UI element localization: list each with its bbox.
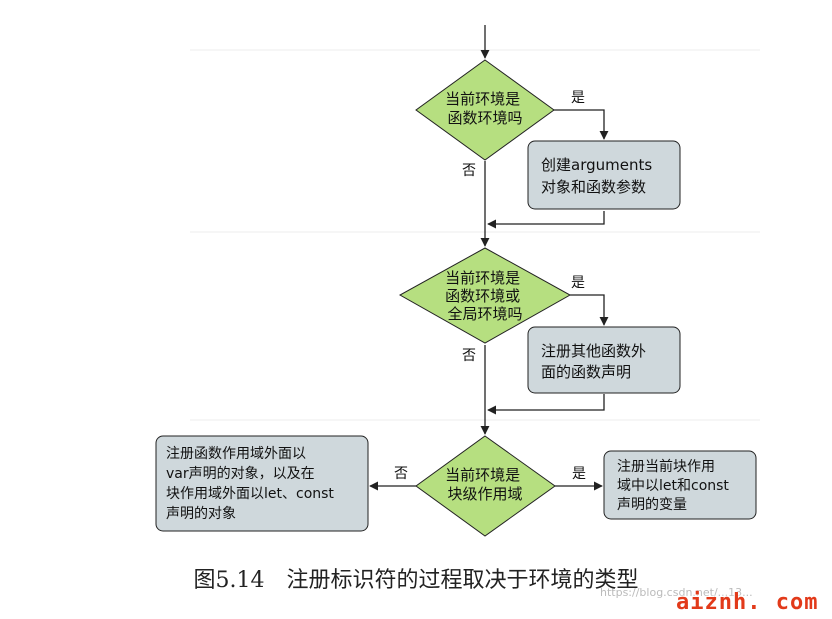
box-3-line-2: 域中以let和const [617,478,729,494]
background-rules [190,49,760,421]
box-3-line-3: 声明的变量 [617,497,687,513]
figure-caption: 图5.14 注册标识符的过程取决于环境的类型 [193,568,639,593]
svg-text:注册当前块作用 域中以let和const: 注册当前块作用 域中以let和const 声明的变量 [617,458,733,513]
yes-label-1: 是 [571,90,585,106]
no-label-2: 否 [462,348,476,364]
decision-2-line-3: 全局环境吗 [447,305,522,323]
decision-3-line-1: 当前环境是 [445,466,520,484]
box-2-line-1: 注册其他函数外 [541,342,646,360]
yes-label-2: 是 [571,275,585,291]
svg-text:当前环境是 块级作用域: 当前环境是 块级作用域 [445,466,525,503]
site-watermark-logo: aiznh. com [676,590,819,615]
csdn-watermark: https://blog.csdn.net/...13... [600,586,753,599]
decision-1-line-1: 当前环境是 [445,90,520,108]
svg-text:当前环境是 函数环境或 全局环境吗: 当前环境是 函数环境或 全局环境吗 [445,269,525,323]
decision-3: 当前环境是 块级作用域 [415,435,556,537]
svg-text:当前环境是 函数环境吗: 当前环境是 函数环境吗 [445,90,525,127]
decision-1-line-2: 函数环境吗 [447,109,522,127]
no-label-1: 否 [462,163,476,179]
decision-1: 当前环境是 函数环境吗 [415,59,555,161]
box-4-line-3: 块作用域外面以let、const [166,486,334,502]
decision-2-line-2: 函数环境或 [445,287,520,305]
box-3-line-1: 注册当前块作用 [617,458,715,475]
decision-2: 当前环境是 函数环境或 全局环境吗 [398,247,572,344]
box-register-function-declarations: 注册其他函数外 面的函数声明 [527,326,681,394]
svg-text:注册函数作用域外面以 var声明的对象，以及在: 注册函数作用域外面以 var声明的对象，以及在 块作用域外面以let、const… [166,446,338,522]
box-4-line-2: var声明的对象，以及在 [166,466,315,482]
no-label-3: 否 [394,466,408,482]
connectors [369,25,609,491]
yes-label-3: 是 [572,466,586,482]
box-register-block-variables: 注册当前块作用 域中以let和const 声明的变量 [603,450,757,520]
decision-3-line-2: 块级作用域 [447,485,522,503]
box-1-line-1: 创建arguments [541,156,652,174]
decision-2-line-1: 当前环境是 [445,269,520,287]
box-4-line-4: 声明的对象 [166,506,236,522]
box-1-line-2: 对象和函数参数 [541,178,646,196]
box-register-var-objects: 注册函数作用域外面以 var声明的对象，以及在 块作用域外面以let、const… [155,435,369,532]
svg-text:创建arguments 对象和函数参数: 创建arguments 对象和函数参数 [541,156,657,196]
box-4-line-1: 注册函数作用域外面以 [166,446,306,462]
box-create-arguments: 创建arguments 对象和函数参数 [527,140,681,210]
svg-text:注册其他函数外 面的函数声明: 注册其他函数外 面的函数声明 [541,342,651,381]
box-2-line-2: 面的函数声明 [541,363,631,381]
